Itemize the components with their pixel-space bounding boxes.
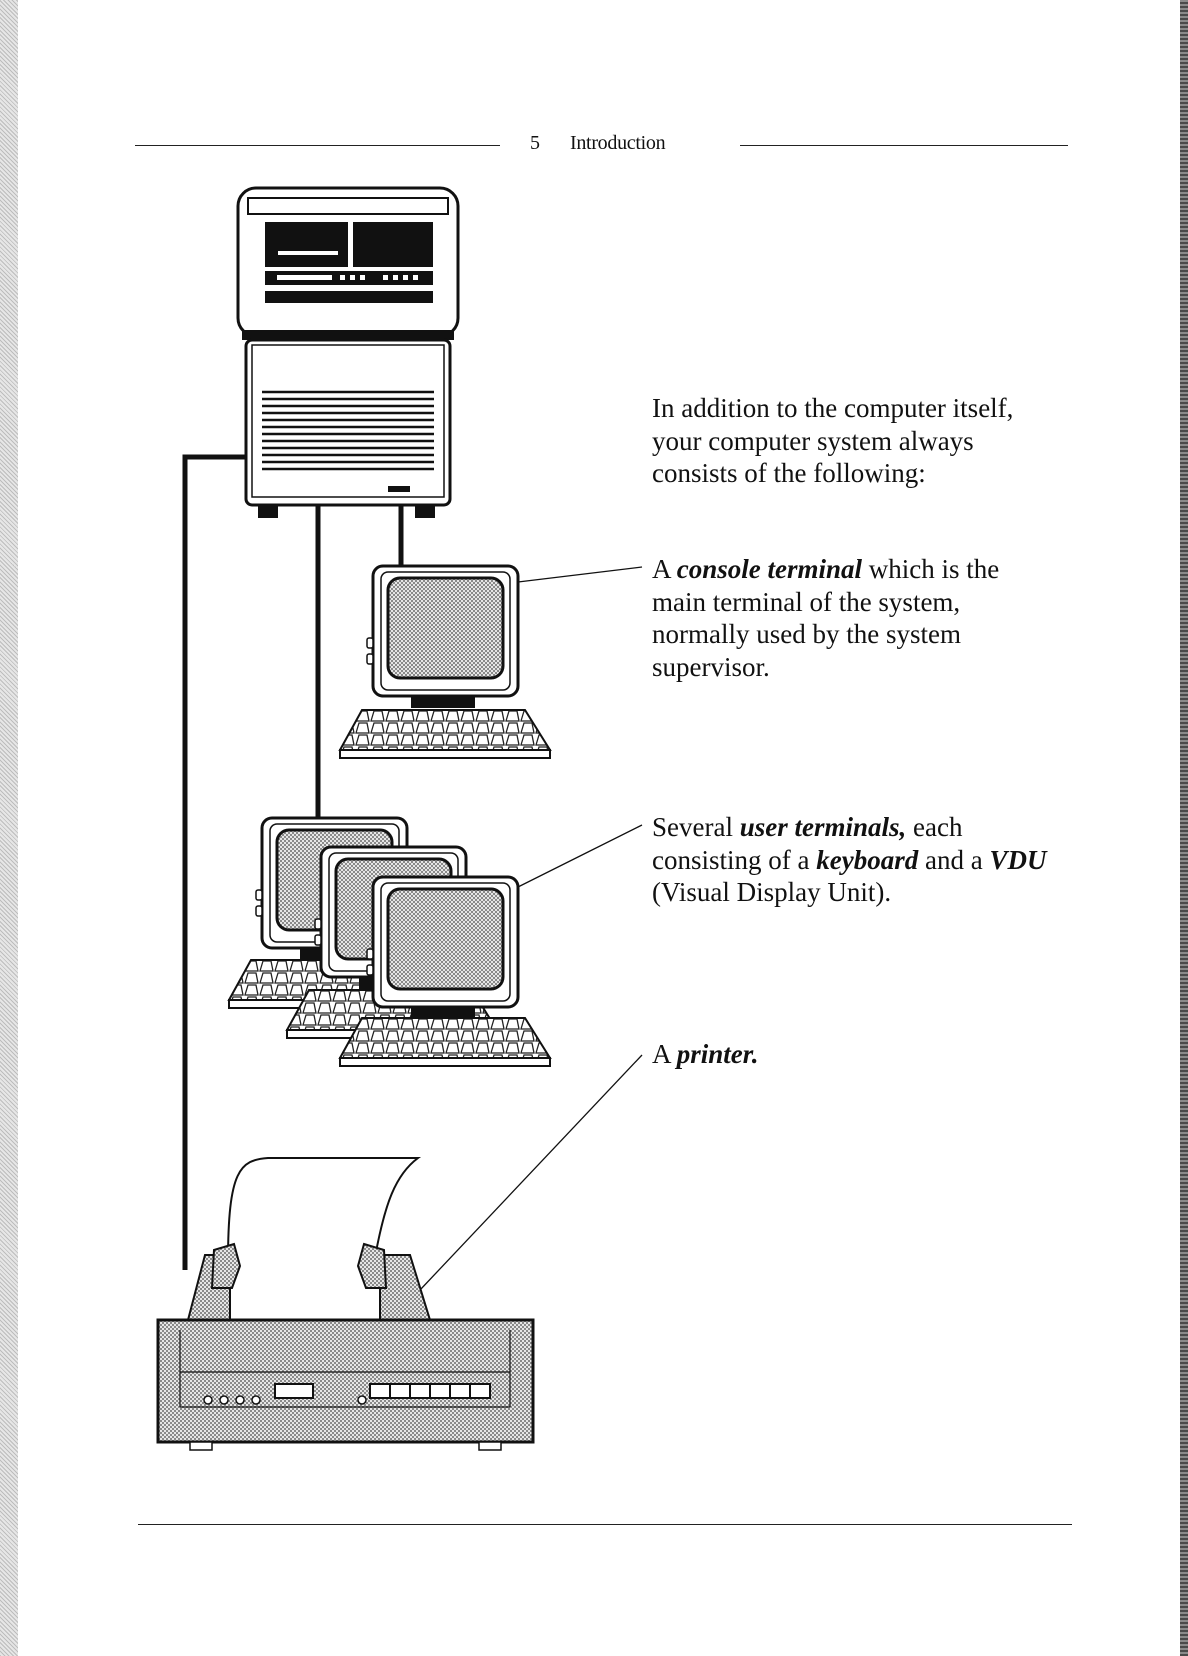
callout-lines [419, 566, 643, 1291]
user-terminals-description: Several user terminals, each consisting … [652, 811, 1052, 909]
console-text-rest: which is the main terminal of the system… [652, 554, 1000, 682]
printer-term: printer. [676, 1039, 759, 1069]
printer [156, 1157, 535, 1451]
console-terminal-term: console terminal [676, 554, 863, 584]
user-text-4: (Visual Display Unit). [652, 877, 892, 907]
user-terminals-term: user terminals, [739, 812, 907, 842]
user-text-1: Several [652, 812, 740, 842]
user-text-3: and a [918, 844, 990, 875]
printer-text-prefix: A [652, 1039, 677, 1069]
header-rule-right [740, 145, 1068, 146]
console-terminal-description: A console terminal which is the main ter… [652, 553, 1052, 683]
scanned-page-left-edge [0, 0, 18, 1656]
scanned-page-right-edge [1180, 0, 1188, 1656]
page-number: 5 [530, 132, 540, 154]
connection-cables [182, 454, 404, 1270]
printer-description: A printer. [652, 1038, 1052, 1071]
user-terminals [228, 816, 551, 1067]
header-rule-left [135, 145, 500, 146]
console-text-prefix: A [652, 554, 677, 584]
vdu-term: VDU [989, 844, 1047, 875]
keyboard-term: keyboard [816, 844, 919, 875]
user-text-2: each consisting of a [652, 812, 963, 875]
computer-unit [236, 186, 460, 518]
intro-paragraph: In addition to the computer itself, your… [652, 393, 1014, 488]
console-terminal [339, 564, 551, 759]
footer-rule [138, 1524, 1072, 1525]
section-title: Introduction [570, 132, 666, 154]
